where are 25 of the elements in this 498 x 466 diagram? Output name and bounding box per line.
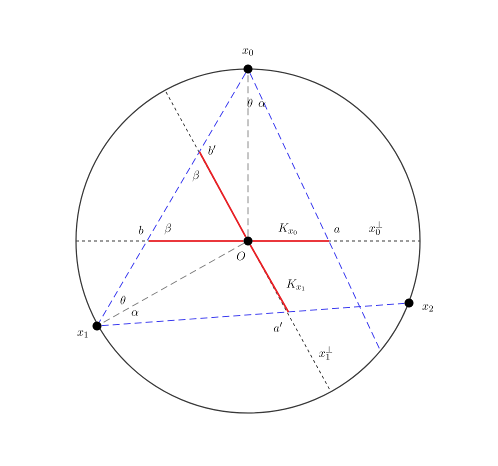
line	[100, 242, 244, 324]
angle-label: $\alpha$	[258, 101, 266, 107]
angle-label: $\beta$	[192, 170, 200, 182]
angle-label: $\alpha$	[132, 310, 138, 316]
point-name: $b$	[139, 226, 144, 234]
point-name: $a$	[334, 227, 340, 233]
point-name: $x_0$	[242, 48, 254, 56]
angle-label: $\beta$	[164, 224, 172, 234]
angle-label: $\theta$	[120, 296, 126, 304]
point-name: $a'$	[274, 322, 282, 332]
line	[198, 152, 247, 238]
point-name: $x_1$	[77, 330, 88, 338]
angle-label: $\theta$	[248, 98, 252, 108]
point-name: $O$	[236, 252, 246, 260]
point-name: $b'$	[208, 145, 216, 155]
angle-label: $K_{x_0}$	[278, 224, 297, 235]
point-name: $x_2$	[422, 304, 433, 312]
line	[250, 244, 290, 312]
line	[252, 240, 330, 242]
line	[148, 240, 244, 242]
line	[101, 302, 405, 326]
angle-label: $K_{x_1}$	[286, 280, 304, 290]
angle-label: $x_0^{\perp}$	[369, 221, 382, 236]
angle-label: $x_1^{\perp}$	[319, 346, 332, 360]
line	[98, 72, 246, 322]
